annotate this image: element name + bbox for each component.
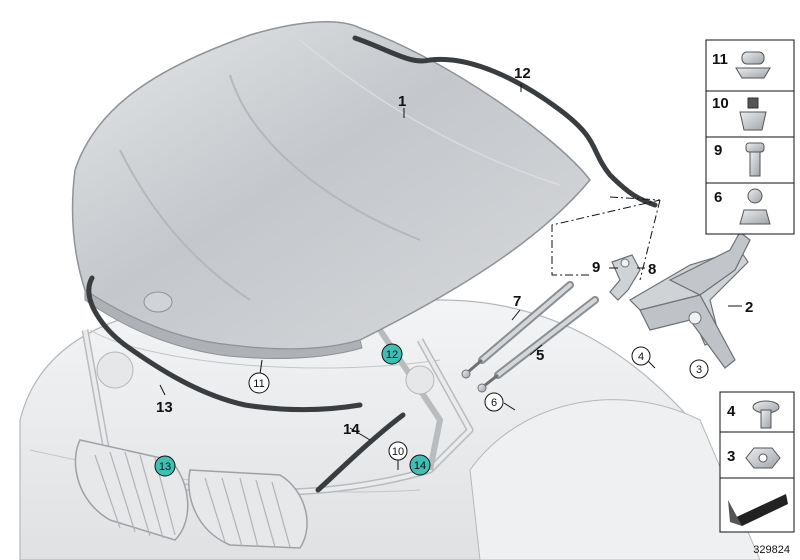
ball-stud-icon: [739, 188, 771, 225]
legend-panel-fasteners-top: 11 10 9 6: [705, 39, 795, 235]
seal-13-front: [86, 275, 363, 413]
kidney-grille: [74, 439, 308, 549]
legend-num-4: 4: [727, 403, 736, 420]
legend-num-6: 6: [714, 189, 722, 206]
callout-7: 7: [513, 293, 521, 310]
callout-9: 9: [592, 259, 600, 276]
callout-numbers: 1 2 5 7 8 9 12 13 14: [156, 65, 753, 438]
teal-marker-14: 14: [414, 460, 426, 472]
seal-12-top: [352, 35, 658, 208]
gas-strut-5: [477, 296, 599, 393]
expanding-rivet-icon: [739, 97, 767, 131]
screw-pin-icon: [745, 142, 765, 177]
teal-markers: 12 13 14: [154, 343, 431, 477]
circled-label-4: 4: [638, 351, 644, 363]
assembly-lines: [551, 196, 661, 281]
gas-strut-7: [461, 281, 574, 379]
callout-13: 13: [156, 399, 173, 416]
circled-label-6: 6: [491, 397, 497, 409]
shim-wedge-icon: [728, 494, 788, 526]
circled-label-11: 11: [253, 378, 264, 390]
circled-label-10: 10: [392, 446, 404, 458]
bolt-washer-icon: [752, 400, 780, 429]
engine-hood: [71, 21, 591, 359]
callout-5: 5: [536, 347, 544, 364]
circled-label-3: 3: [696, 364, 702, 376]
legend-num-10: 10: [712, 95, 729, 112]
teal-marker-12: 12: [386, 349, 398, 361]
legend-num-9: 9: [714, 142, 722, 159]
teal-marker-13: 13: [159, 461, 171, 473]
hood-hinge: [629, 231, 751, 369]
clip-fastener-icon: [735, 51, 771, 79]
document-number: 329824: [753, 544, 790, 556]
leader-lines: [159, 84, 742, 470]
callout-1: 1: [398, 93, 406, 110]
hood-stay-bracket: [609, 254, 641, 301]
legend-panel-fasteners-bottom: 4 3: [719, 391, 795, 533]
legend-num-11: 11: [712, 51, 728, 68]
callout-12: 12: [514, 65, 531, 82]
callout-8: 8: [648, 261, 656, 278]
legend-num-3: 3: [727, 448, 735, 465]
callout-14: 14: [343, 421, 360, 438]
callout-2: 2: [745, 299, 753, 316]
seal-14-strip: [315, 412, 406, 493]
circled-labels: 11 4 3 6 10: [248, 346, 709, 461]
hex-nut-icon: [745, 447, 781, 469]
